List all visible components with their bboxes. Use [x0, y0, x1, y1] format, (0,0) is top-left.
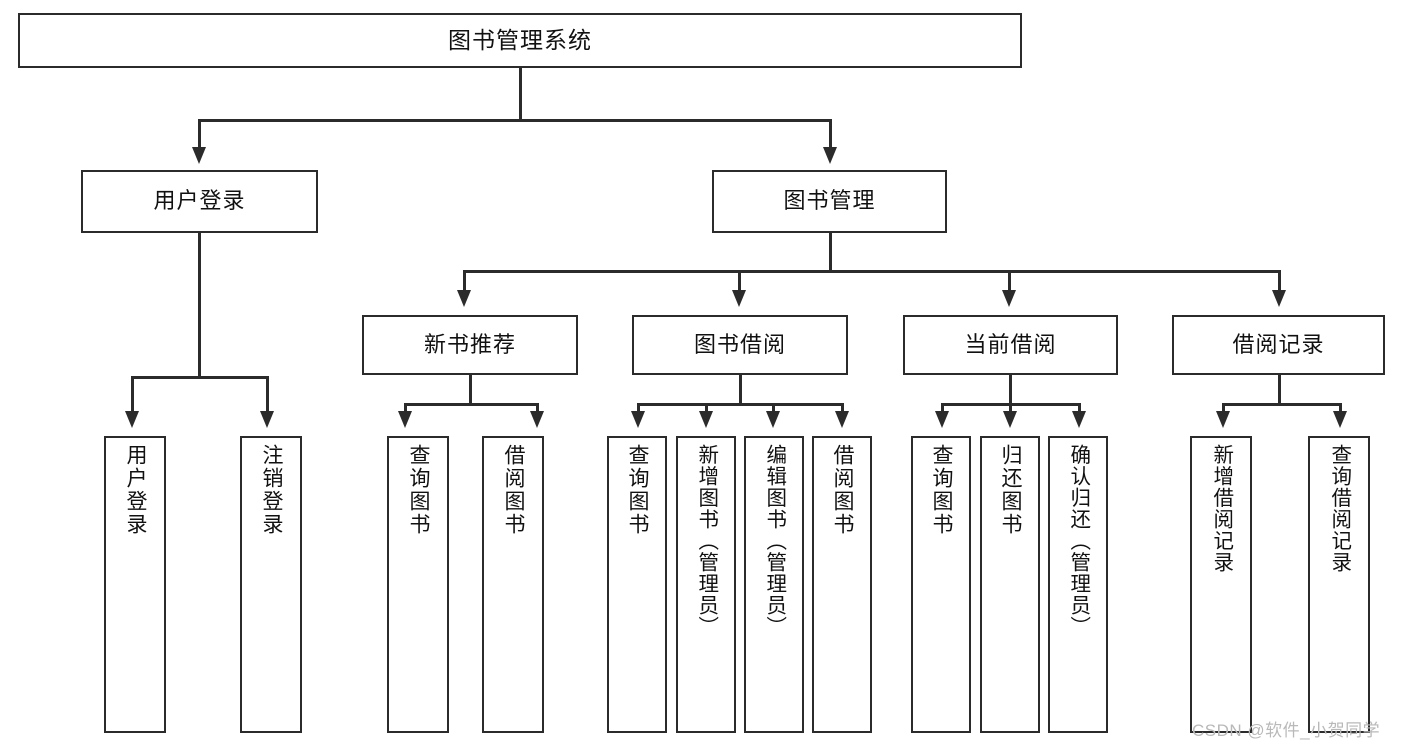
- arrowhead-br-leaf-1: [1216, 411, 1230, 428]
- leaf-user-login[interactable]: 用户登录: [104, 436, 166, 733]
- connector-root-to-book-management: [829, 119, 832, 149]
- connector-br-drop-1: [1222, 403, 1225, 413]
- node-label: 图书借阅: [693, 331, 786, 357]
- node-label: 借阅图书: [831, 444, 855, 536]
- node-current-borrow[interactable]: 当前借阅: [903, 315, 1118, 375]
- node-label: 图书管理: [783, 188, 876, 214]
- leaf-query-borrow-record[interactable]: 查询借阅记录: [1308, 436, 1370, 733]
- connector-bm-drop-1: [463, 270, 466, 292]
- node-label: 用户登录: [153, 188, 246, 214]
- node-label: 确认归还（管理员）: [1066, 444, 1090, 638]
- node-new-book-recommend[interactable]: 新书推荐: [362, 315, 578, 375]
- node-book-management[interactable]: 图书管理: [712, 170, 947, 233]
- node-label: 编辑图书（管理员）: [762, 444, 786, 638]
- arrowhead-bb-leaf-3: [766, 411, 780, 428]
- connector-book-management-stem: [829, 233, 832, 272]
- connector-user-login-drop-2: [266, 376, 269, 413]
- connector-bb-drop-4: [841, 403, 844, 413]
- arrowhead-bm-to-current-borrow: [1002, 290, 1016, 307]
- arrowhead-new-book-leaf-1: [398, 411, 412, 428]
- node-label: 查询图书: [626, 444, 650, 536]
- connector-cb-drop-3: [1078, 403, 1081, 413]
- arrowhead-bm-to-borrow-record: [1272, 290, 1286, 307]
- connector-cb-drop-1: [941, 403, 944, 413]
- arrowhead-cb-leaf-1: [935, 411, 949, 428]
- arrowhead-bb-leaf-4: [835, 411, 849, 428]
- node-label: 查询图书: [407, 444, 431, 536]
- leaf-add-book-admin[interactable]: 新增图书（管理员）: [676, 436, 736, 733]
- leaf-return-book[interactable]: 归还图书: [980, 436, 1040, 733]
- leaf-query-book-new-recommend[interactable]: 查询图书: [387, 436, 449, 733]
- arrowhead-bb-leaf-2: [699, 411, 713, 428]
- node-user-login[interactable]: 用户登录: [81, 170, 318, 233]
- connector-bm-drop-4: [1278, 270, 1281, 292]
- node-label: 新增借阅记录: [1209, 444, 1233, 573]
- node-label: 当前借阅: [964, 331, 1057, 357]
- connector-book-management-bus: [463, 270, 1280, 273]
- arrowhead-root-to-user-login: [192, 147, 206, 164]
- connector-new-book-bus: [404, 403, 538, 406]
- connector-bm-drop-2: [738, 270, 741, 292]
- node-label: 借阅图书: [502, 444, 526, 536]
- arrowhead-bm-to-book-borrow: [732, 290, 746, 307]
- node-root-system[interactable]: 图书管理系统: [18, 13, 1022, 68]
- connector-book-borrow-bus: [637, 403, 843, 406]
- leaf-confirm-return-admin[interactable]: 确认归还（管理员）: [1048, 436, 1108, 733]
- connector-cb-drop-2: [1009, 403, 1012, 413]
- connector-borrow-record-stem: [1278, 375, 1281, 405]
- connector-br-drop-2: [1339, 403, 1342, 413]
- connector-root-to-user-login: [198, 119, 201, 149]
- connector-user-login-drop-1: [131, 376, 134, 413]
- connector-user-login-stem: [198, 233, 201, 378]
- node-label: 新增图书（管理员）: [694, 444, 718, 638]
- connector-bm-drop-3: [1008, 270, 1011, 292]
- node-label: 用户登录: [124, 444, 148, 536]
- arrowhead-br-leaf-2: [1333, 411, 1347, 428]
- leaf-edit-book-admin[interactable]: 编辑图书（管理员）: [744, 436, 804, 733]
- arrowhead-new-book-leaf-2: [530, 411, 544, 428]
- connector-new-book-stem: [469, 375, 472, 405]
- connector-bb-drop-2: [705, 403, 708, 413]
- node-label: 查询借阅记录: [1327, 444, 1351, 573]
- leaf-add-borrow-record[interactable]: 新增借阅记录: [1190, 436, 1252, 733]
- connector-new-book-drop-1: [404, 403, 407, 413]
- leaf-query-book-current[interactable]: 查询图书: [911, 436, 971, 733]
- connector-user-login-bus: [131, 376, 268, 379]
- arrowhead-bm-to-new-book-recommend: [457, 290, 471, 307]
- node-label: 查询图书: [930, 444, 954, 536]
- connector-root-bus: [198, 119, 831, 122]
- arrowhead-root-to-book-management: [823, 147, 837, 164]
- node-borrow-record[interactable]: 借阅记录: [1172, 315, 1385, 375]
- node-label: 图书管理系统: [448, 26, 592, 53]
- connector-borrow-record-bus: [1222, 403, 1341, 406]
- arrowhead-user-login-leaf-2: [260, 411, 274, 428]
- node-label: 新书推荐: [423, 331, 516, 357]
- connector-bb-drop-1: [637, 403, 640, 413]
- connector-root-stem: [519, 68, 522, 121]
- arrowhead-user-login-leaf-1: [125, 411, 139, 428]
- connector-book-borrow-stem: [739, 375, 742, 405]
- node-label: 归还图书: [999, 444, 1023, 536]
- connector-current-borrow-stem: [1009, 375, 1012, 405]
- connector-bb-drop-3: [772, 403, 775, 413]
- leaf-borrow-book-new-recommend[interactable]: 借阅图书: [482, 436, 544, 733]
- connector-new-book-drop-2: [536, 403, 539, 413]
- node-book-borrow[interactable]: 图书借阅: [632, 315, 848, 375]
- arrowhead-bb-leaf-1: [631, 411, 645, 428]
- node-label: 注销登录: [260, 444, 284, 536]
- arrowhead-cb-leaf-3: [1072, 411, 1086, 428]
- arrowhead-cb-leaf-2: [1003, 411, 1017, 428]
- node-label: 借阅记录: [1232, 331, 1325, 357]
- leaf-query-book-borrow[interactable]: 查询图书: [607, 436, 667, 733]
- leaf-logout-login[interactable]: 注销登录: [240, 436, 302, 733]
- leaf-borrow-book-borrow[interactable]: 借阅图书: [812, 436, 872, 733]
